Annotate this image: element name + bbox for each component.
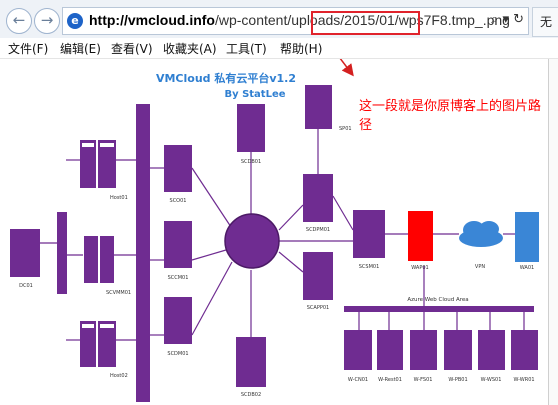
sp01-server — [305, 85, 332, 129]
w-fs01-server — [410, 330, 437, 370]
w-cn01-label: W-CN01 — [348, 377, 368, 383]
scdpm01-server — [303, 174, 333, 222]
scvmm01-server — [84, 236, 114, 283]
sco01-server — [164, 145, 192, 192]
ie-icon: e — [67, 13, 83, 29]
sccm01-server — [164, 221, 192, 268]
vpn-cloud — [459, 221, 503, 247]
url-highlight-box — [311, 11, 420, 35]
back-button[interactable]: ← — [6, 8, 32, 34]
w-ws01-label: W-WS01 — [481, 377, 502, 383]
w-rest01-label: W-Rest01 — [378, 377, 402, 383]
dc01-server — [10, 229, 40, 277]
scapp01-server — [303, 252, 333, 300]
wap01-label: WAP01 — [411, 265, 428, 271]
scsm01-server — [353, 210, 385, 258]
wa01-server — [515, 212, 539, 262]
url-path: /wp-content/uploads/2015/01/ — [214, 12, 399, 28]
forward-button[interactable]: → — [34, 8, 60, 34]
menu-file[interactable]: 文件(F) — [8, 42, 49, 56]
sco01-label: SCO01 — [170, 198, 187, 204]
scdb01-label: SCDB01 — [241, 159, 261, 165]
w-pb01-server — [444, 330, 472, 370]
browser-toolbar: ← → e http://vmcloud.info/wp-content/upl… — [0, 0, 558, 39]
bus-bar-left — [57, 212, 67, 294]
address-actions[interactable]: ⌕ ▾ ↻ — [491, 12, 524, 27]
vpn-label: VPN — [475, 264, 485, 270]
sccm01-label: SCCM01 — [168, 275, 189, 281]
annotation-arrow — [339, 59, 354, 77]
azure-area-label: Azure Web Cloud Area — [407, 297, 468, 303]
host01-label: Host01 — [110, 195, 128, 201]
scapp01-label: SCAPP01 — [307, 305, 329, 311]
host02-label: Host02 — [110, 373, 128, 379]
window-edge — [548, 59, 558, 405]
host02-server — [80, 321, 116, 367]
browser-tab[interactable]: 无 — [532, 7, 558, 37]
url-host: http://vmcloud.info — [89, 12, 215, 28]
menu-view[interactable]: 查看(V) — [111, 42, 153, 56]
menu-help[interactable]: 帮助(H) — [280, 42, 323, 56]
scsm01-label: SCSM01 — [359, 264, 380, 270]
core-switch — [224, 213, 280, 269]
wap01-server — [408, 211, 433, 261]
scdpm01-label: SCDPM01 — [306, 227, 330, 233]
url-tail: wps7F8.tmp_.png — [398, 12, 510, 28]
scdm01-server — [164, 297, 192, 344]
address-bar[interactable]: e http://vmcloud.info/wp-content/uploads… — [62, 7, 529, 35]
menu-favorites[interactable]: 收藏夹(A) — [163, 42, 217, 56]
wa01-label: WA01 — [520, 265, 534, 271]
scdm01-label: SCDM01 — [167, 351, 188, 357]
bus-bar-main — [136, 104, 150, 402]
w-pb01-label: W-PB01 — [448, 377, 467, 383]
menu-bar: 文件(F) 编辑(E) 查看(V) 收藏夹(A) 工具(T) 帮助(H) — [0, 38, 558, 59]
dc01-label: DC01 — [19, 283, 33, 289]
host01-server — [80, 140, 116, 188]
diagram-subtitle: By StatLee — [224, 89, 285, 100]
w-cn01-server — [344, 330, 372, 370]
url-text: http://vmcloud.info/wp-content/uploads/2… — [89, 12, 510, 28]
w-ws01-server — [478, 330, 505, 370]
annotation-text: 这一段就是你原博客上的图片路径 — [359, 99, 542, 133]
scvmm01-label: SCVMM01 — [106, 290, 131, 296]
w-fs01-label: W-FS01 — [414, 377, 433, 383]
w-wr01-server — [511, 330, 538, 370]
menu-tools[interactable]: 工具(T) — [226, 42, 267, 56]
diagram-title: VMCloud 私有云平台v1.2 — [156, 71, 296, 85]
scdb01-server — [237, 104, 265, 152]
sp01-label: SP01 — [339, 126, 352, 132]
w-wr01-label: W-WR01 — [513, 377, 534, 383]
scdb02-label: SCDB02 — [241, 392, 261, 398]
azure-bar — [344, 306, 534, 312]
menu-edit[interactable]: 编辑(E) — [60, 42, 101, 56]
scdb02-server — [236, 337, 266, 387]
network-diagram: VMCloud 私有云平台v1.2 By StatLee — [10, 59, 539, 402]
w-rest01-server — [377, 330, 403, 370]
